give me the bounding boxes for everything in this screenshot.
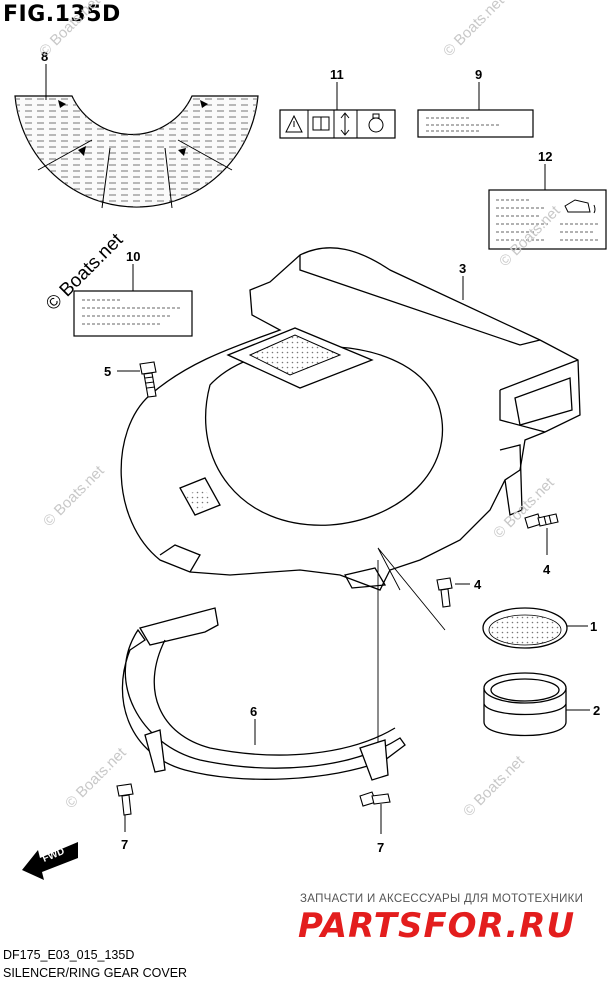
figure-title: FIG.135D bbox=[3, 2, 121, 27]
part-10-label bbox=[73, 290, 193, 337]
callout-7-right: 7 bbox=[377, 840, 385, 855]
callout-9: 9 bbox=[475, 67, 483, 82]
callout-6: 6 bbox=[250, 704, 258, 719]
figure-name: SILENCER/RING GEAR COVER bbox=[3, 966, 188, 980]
callout-5: 5 bbox=[104, 364, 112, 379]
part-11-warning-label bbox=[279, 109, 396, 139]
callout-8: 8 bbox=[41, 49, 49, 64]
part-4-bolt-mid bbox=[436, 577, 453, 608]
part-9-label bbox=[417, 109, 534, 138]
part-1-mesh-cap bbox=[482, 607, 568, 649]
fwd-arrow-icon: FWD bbox=[22, 842, 78, 880]
callout-10: 10 bbox=[126, 249, 141, 264]
part-4-bolt-right bbox=[524, 513, 559, 529]
callout-11: 11 bbox=[330, 67, 344, 82]
part-6-ring-gear-bracket bbox=[121, 607, 406, 781]
callout-3: 3 bbox=[459, 261, 467, 276]
figure-code: DF175_E03_015_135D bbox=[3, 948, 135, 962]
part-12-oil-label bbox=[488, 189, 607, 250]
callout-12: 12 bbox=[538, 149, 553, 164]
part-7-bolt-right bbox=[359, 791, 391, 807]
part-5-bolt bbox=[139, 361, 157, 398]
callout-1: 1 bbox=[590, 619, 598, 634]
brand-name[interactable]: PARTSFOR.RU bbox=[298, 906, 576, 946]
assembly-lines bbox=[377, 547, 446, 760]
callout-4-right: 4 bbox=[543, 562, 551, 577]
part-2-ring-collar bbox=[483, 672, 567, 737]
brand-tagline: ЗАПЧАСТИ И АКСЕССУАРЫ ДЛЯ МОТОТЕХНИКИ bbox=[300, 893, 584, 905]
callout-7-left: 7 bbox=[121, 837, 129, 852]
callout-2: 2 bbox=[593, 703, 601, 718]
part-3-silencer-cover bbox=[120, 247, 581, 591]
callout-4-mid: 4 bbox=[474, 577, 482, 592]
part-8-half-ring-label bbox=[14, 95, 259, 209]
part-7-bolt-left bbox=[116, 783, 134, 816]
